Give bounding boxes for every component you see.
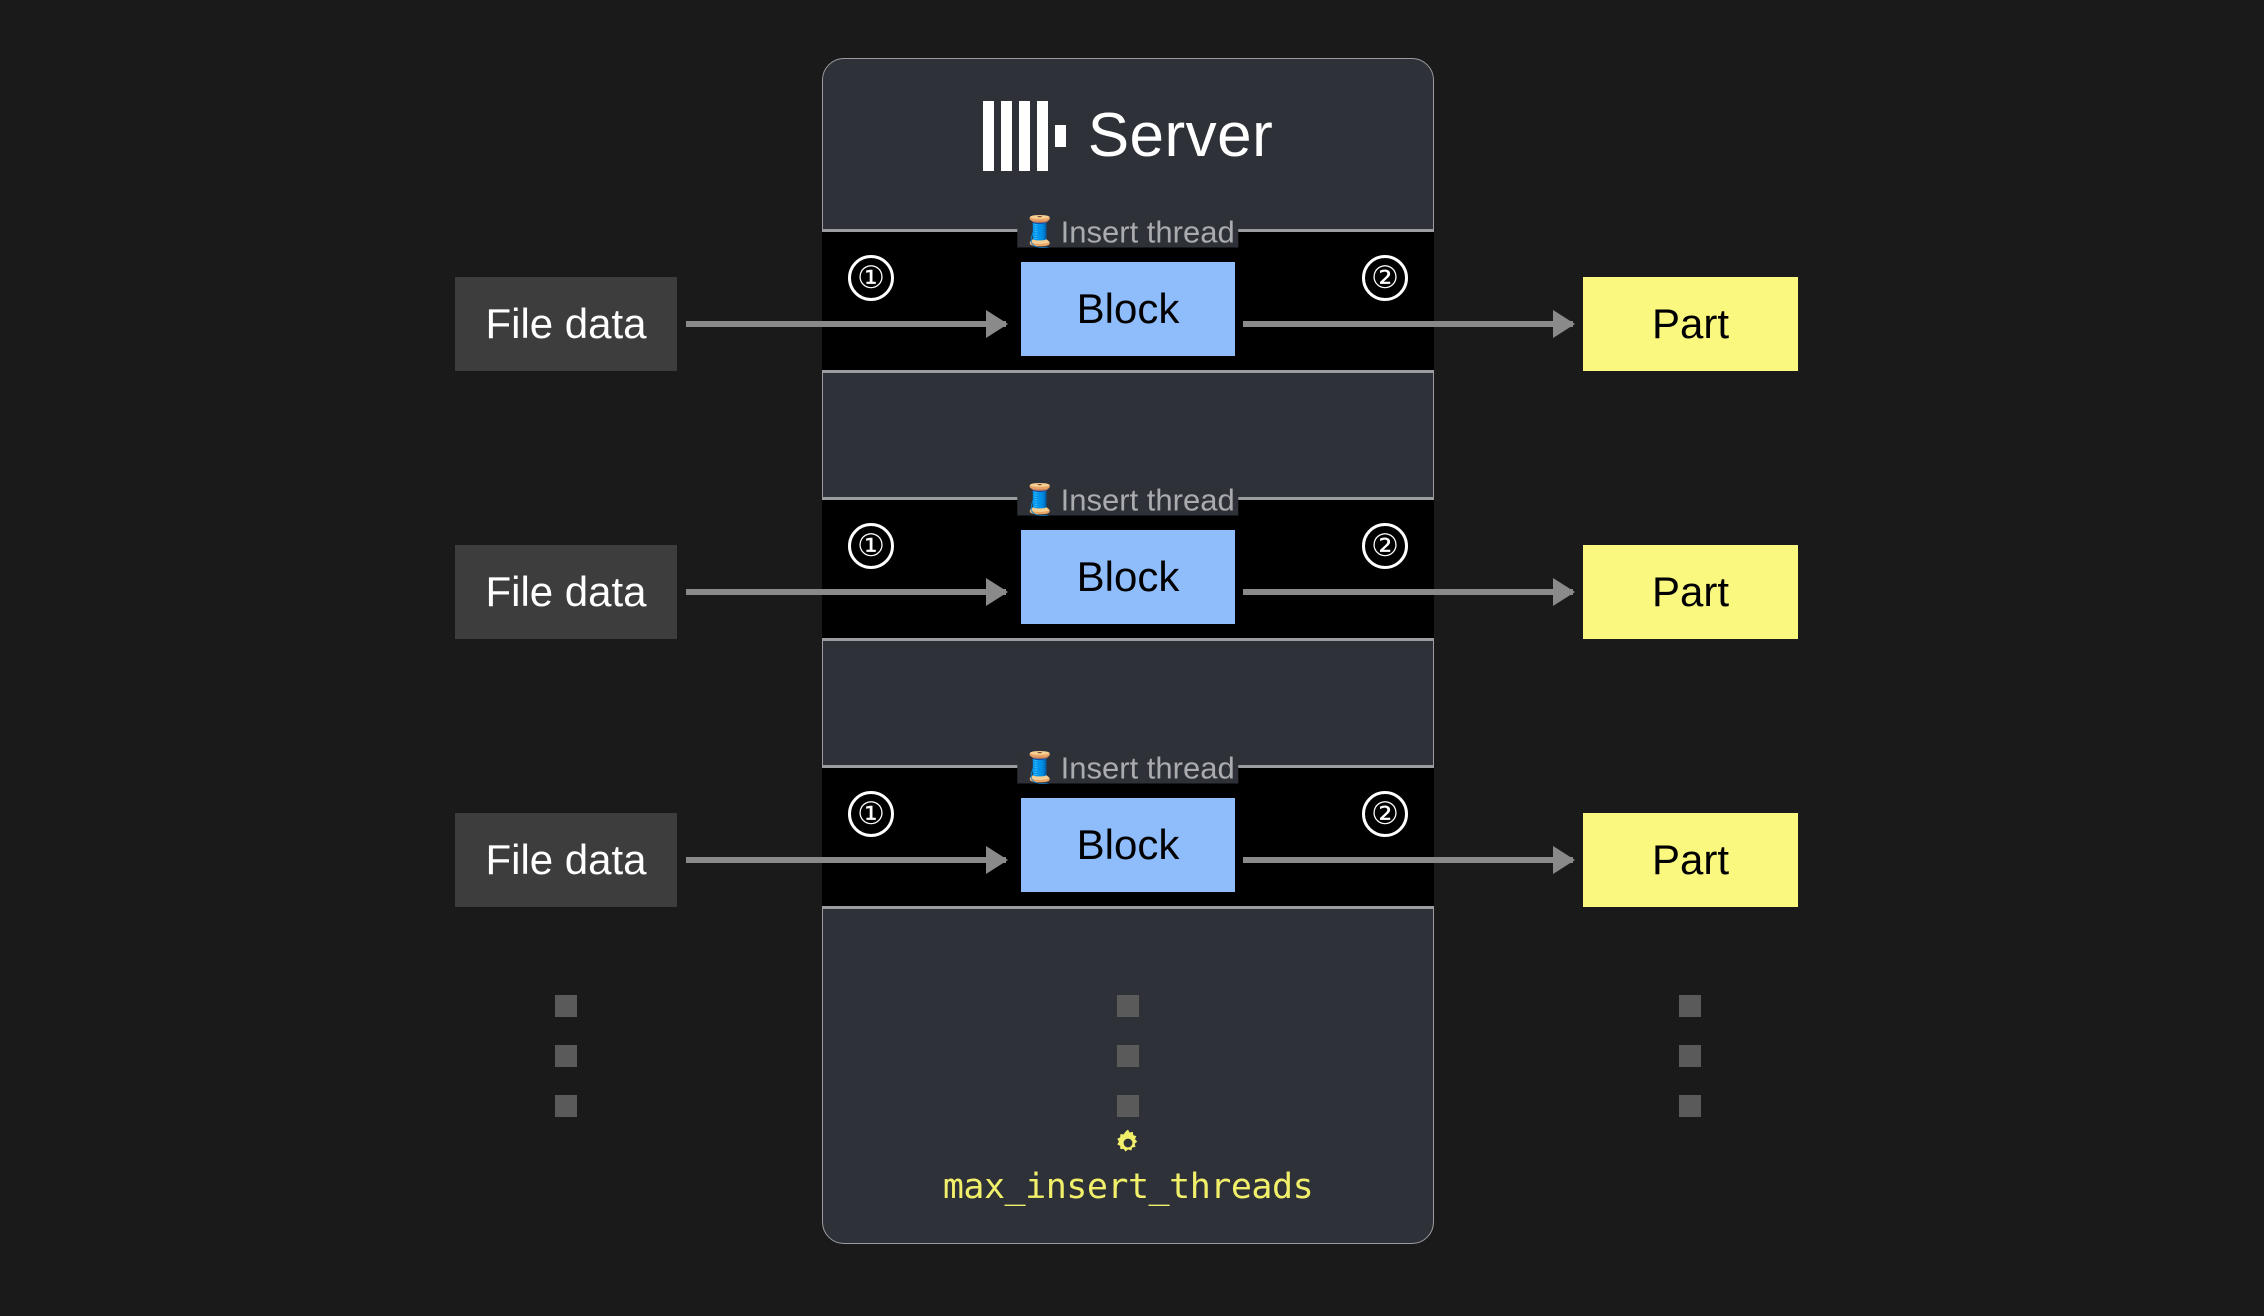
part-box-3: Part (1583, 813, 1798, 907)
step-marker-1: ① (848, 791, 894, 837)
arrow-file-to-block-2 (686, 589, 1006, 595)
part-label: Part (1651, 568, 1730, 615)
ellipsis-dot (1679, 1095, 1701, 1117)
step-marker-2: ② (1362, 255, 1408, 301)
file-data-label: File data (485, 836, 647, 883)
insert-thread-label: Insert thread (1060, 750, 1235, 786)
file-data-box-1: File data (455, 277, 677, 371)
insert-thread-legend: 🧵 Insert thread (1017, 214, 1239, 250)
logo-bar (1018, 101, 1030, 171)
part-label: Part (1651, 836, 1730, 883)
step-marker-1: ① (848, 523, 894, 569)
ellipsis-dot (1117, 1045, 1139, 1067)
step-marker-1: ① (848, 255, 894, 301)
ellipsis-dot (1679, 1045, 1701, 1067)
ellipsis-dot (555, 1045, 577, 1067)
logo-bar (1036, 101, 1048, 171)
insert-thread-label: Insert thread (1060, 214, 1235, 250)
part-box-1: Part (1583, 277, 1798, 371)
arrow-file-to-block-3 (686, 857, 1006, 863)
insert-thread-section-1: 🧵 Insert thread ① Block ② (822, 216, 1434, 373)
logo-bar-stub (1054, 125, 1066, 147)
thread-spool-icon: 🧵 (1021, 215, 1059, 248)
file-data-box-3: File data (455, 813, 677, 907)
gear-icon (1117, 1129, 1138, 1152)
arrow-file-to-block-1 (686, 321, 1006, 327)
arrow-block-to-part-2 (1243, 589, 1573, 595)
logo-bar (982, 101, 994, 171)
setting-label: max_insert_threads (942, 1167, 1314, 1207)
arrow-block-to-part-3 (1243, 857, 1573, 863)
thread-spool-icon: 🧵 (1021, 751, 1059, 784)
file-data-label: File data (485, 300, 647, 347)
ellipsis-dot (555, 995, 577, 1017)
insert-thread-legend: 🧵 Insert thread (1017, 482, 1239, 518)
ellipsis-dot (1679, 995, 1701, 1017)
part-box-2: Part (1583, 545, 1798, 639)
step-marker-2: ② (1362, 791, 1408, 837)
ellipsis-dot (1117, 995, 1139, 1017)
part-label: Part (1651, 300, 1730, 347)
insert-thread-legend: 🧵 Insert thread (1017, 750, 1239, 786)
block-box-1: Block (1021, 262, 1235, 356)
insert-thread-section-3: 🧵 Insert thread ① Block ② (822, 752, 1434, 909)
page-title: Server (1087, 101, 1274, 170)
step-marker-2: ② (1362, 523, 1408, 569)
ellipsis-dot (1117, 1095, 1139, 1117)
block-label: Block (1076, 285, 1180, 332)
ellipsis-dots-right (1679, 995, 1701, 1117)
ellipsis-dot (555, 1095, 577, 1117)
arrow-block-to-part-1 (1243, 321, 1573, 327)
thread-spool-icon: 🧵 (1021, 483, 1059, 516)
block-box-2: Block (1021, 530, 1235, 624)
block-label: Block (1076, 821, 1180, 868)
server-card: Server 🧵 Insert thread ① Block ② 🧵 Inser… (822, 58, 1434, 1244)
insert-thread-label: Insert thread (1060, 482, 1235, 518)
clickhouse-logo-icon (982, 101, 1066, 171)
block-label: Block (1076, 553, 1180, 600)
file-data-box-2: File data (455, 545, 677, 639)
ellipsis-dots-center (1117, 995, 1139, 1117)
block-box-3: Block (1021, 798, 1235, 892)
server-title: Server (823, 101, 1433, 171)
logo-bar (1000, 101, 1012, 171)
insert-thread-section-2: 🧵 Insert thread ① Block ② (822, 484, 1434, 641)
file-data-label: File data (485, 568, 647, 615)
max-insert-threads-setting: max_insert_threads (823, 1127, 1433, 1207)
ellipsis-dots-left (555, 995, 577, 1117)
